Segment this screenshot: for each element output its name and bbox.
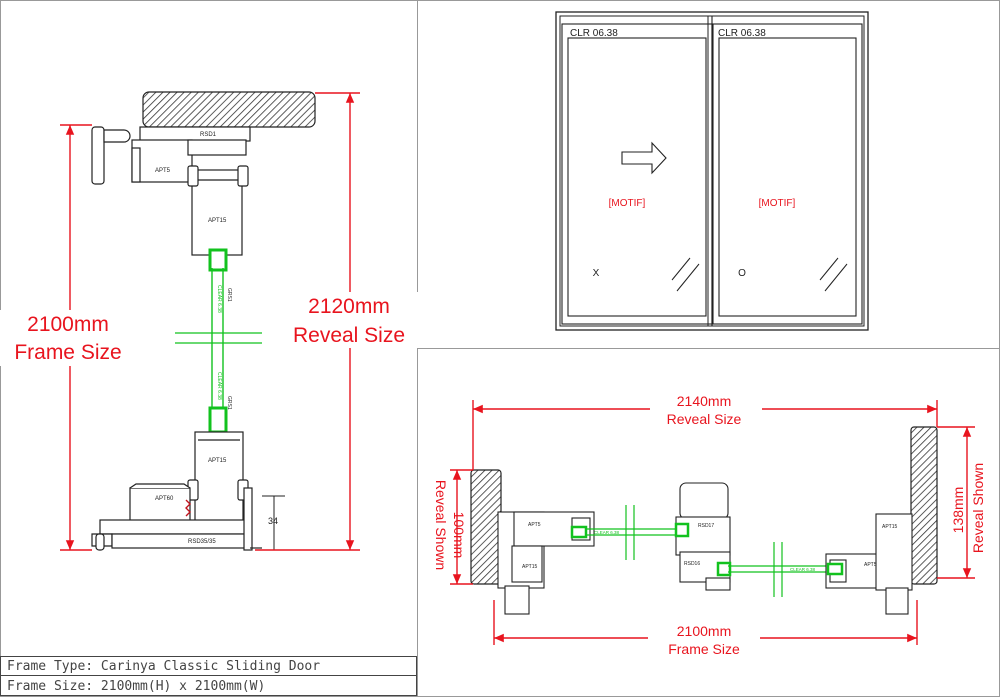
left-panel-mark: X [593,268,600,279]
plan-label-apt5-left: APT5 [528,522,541,528]
plan-label-rsd17: RSD17 [698,523,714,529]
glass-pane-vertical [211,268,224,410]
glazing-rubber-bottom [208,406,228,434]
reveal-size-value: 2120mm [308,295,390,318]
plan-glass-right [728,542,832,597]
plan-frame-size-value: 2100mm [677,623,731,639]
plan-gasket-mid-left [674,522,690,538]
glazing-rubber-top [208,248,228,272]
label-apt15-top: APT15 [208,218,227,224]
right-sash [712,23,863,325]
plan-label-glass-right: CLEAR 6.38 [790,567,816,572]
label-apt15-bottom: APT15 [208,458,227,464]
dim-left-reveal-shown [450,469,473,585]
label-glass-bottom: CLEAR 6.38 [216,372,222,400]
frame-size-value: 2100mm [27,313,109,336]
label-glass-top: CLEAR 6.38 [216,285,222,313]
sill-weep-zigzag [185,499,191,517]
label-apt60: APT60 [155,496,174,502]
right-reveal-shown-value: 138mm [950,487,966,534]
label-rsd35: RSD35/35 [188,539,216,545]
left-motif: [MOTIF] [609,198,646,209]
glass-glint-left-icon [671,257,700,292]
plan-gasket-left [570,525,588,539]
frame-size-label: Frame Size [14,341,121,364]
label-rsd1: RSD1 [200,132,217,138]
label-grs-top: GRS1 [226,288,232,302]
left-reveal-shown-label: Reveal Shown [433,480,449,570]
right-reveal-shown-label: Reveal Shown [970,463,986,553]
plan-label-apt5-right: APT5 [864,562,877,568]
plan-label-apt15-left: APT15 [522,564,538,570]
plan-glass-left [586,505,690,560]
label-apt5: APT5 [155,168,171,174]
slide-direction-arrow-icon [621,141,667,175]
dim-34-label: 34 [268,516,278,526]
glass-glint-right-icon [819,257,848,292]
outer-frame [555,11,869,331]
plan-gasket-mid-right [716,561,732,577]
right-glass-spec: CLR 06.38 [718,28,766,39]
plan-label-rsd16: RSD16 [684,561,700,567]
vertical-section: RSD1 APT5 APT15 GRS1 CLEAR 6.38 CLEAR 6.… [0,91,420,551]
frame-type-text: Frame Type: Carinya Classic Sliding Door [1,657,416,676]
plan-section: APT5 APT15 CLEAR 6.38 RSD17 RSD16 [433,392,986,659]
right-motif: [MOTIF] [759,198,796,209]
left-glass-spec: CLR 06.38 [570,28,618,39]
plan-label-glass-left: CLEAR 6.38 [594,530,620,535]
label-grs-bottom: GRS1 [226,396,232,410]
right-panel-mark: O [738,268,746,279]
sill-frame-profile [91,431,262,551]
head-wall-hatch [142,91,316,128]
dim-right-reveal-shown [937,426,975,579]
title-block: Frame Type: Carinya Classic Sliding Door… [0,656,417,696]
break-lines-vertical [175,332,262,344]
plan-gasket-right [826,562,844,576]
plan-left-wall [470,469,502,585]
head-frame-profile [91,126,251,256]
reveal-size-label: Reveal Size [293,324,405,347]
plan-frame-size-label: Frame Size [668,641,740,657]
plan-right-wall [910,426,938,585]
plan-label-apt15-right: APT15 [882,524,898,530]
left-sash [561,23,713,325]
door-elevation: CLR 06.38 CLR 06.38 [MOTIF] [MOTIF] X O [555,11,869,331]
frame-size-text: Frame Size: 2100mm(H) x 2100mm(W) [7,679,266,694]
plan-reveal-size-label: Reveal Size [667,411,742,427]
plan-reveal-size-value: 2140mm [677,393,731,409]
left-reveal-shown-value: 100mm [451,512,467,559]
